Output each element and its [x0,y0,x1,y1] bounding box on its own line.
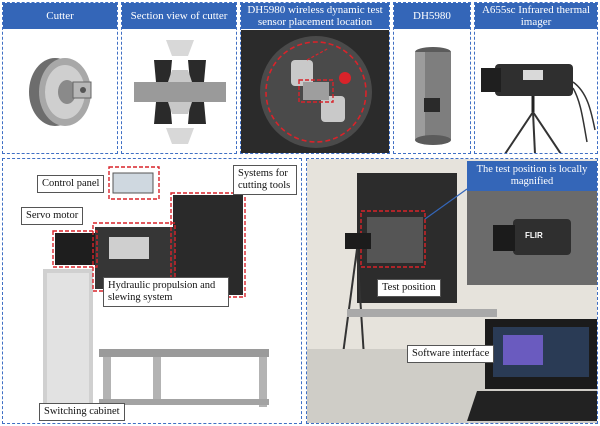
flir-brand-text: FLIR [525,231,543,240]
label-software-interface: Software interface [407,345,495,363]
label-switching-cabinet: Switching cabinet [39,403,125,421]
label-hydraulic-system: Hydraulic propulsion and slewing system [103,277,229,307]
caption-sensor-placement: DH5980 wireless dynamic test sensor plac… [241,3,389,29]
caption-dh5980: DH5980 [394,3,470,29]
test-setup-photo [307,159,597,423]
label-control-panel: Control panel [37,175,105,193]
caption-section-view: Section view of cutter [122,3,236,29]
panel-test-rig: Control panel Systems for cutting tools … [2,158,302,424]
dh5980-photo [394,30,470,153]
panel-sensor-placement: DH5980 wireless dynamic test sensor plac… [240,2,390,154]
thermal-imager-photo [475,30,597,153]
sensor-placement-photo [241,30,389,153]
panel-cutter: Cutter [2,2,118,154]
panel-thermal-imager: A655sc Infrared thermal imager [474,2,598,154]
label-locally-magnified: The test position is locally magnified [467,161,597,191]
cutter-photo [3,30,117,153]
label-servo-motor: Servo motor [21,207,84,225]
caption-cutter: Cutter [3,3,117,29]
label-test-position: Test position [377,279,441,297]
label-systems-cutting-tools: Systems for cutting tools [233,165,297,195]
panel-dh5980: DH5980 [393,2,471,154]
section-view-drawing [122,30,236,153]
panel-test-setup: The test position is locally magnified T… [306,158,598,424]
panel-section-view: Section view of cutter [121,2,237,154]
caption-thermal-imager: A655sc Infrared thermal imager [475,3,597,29]
